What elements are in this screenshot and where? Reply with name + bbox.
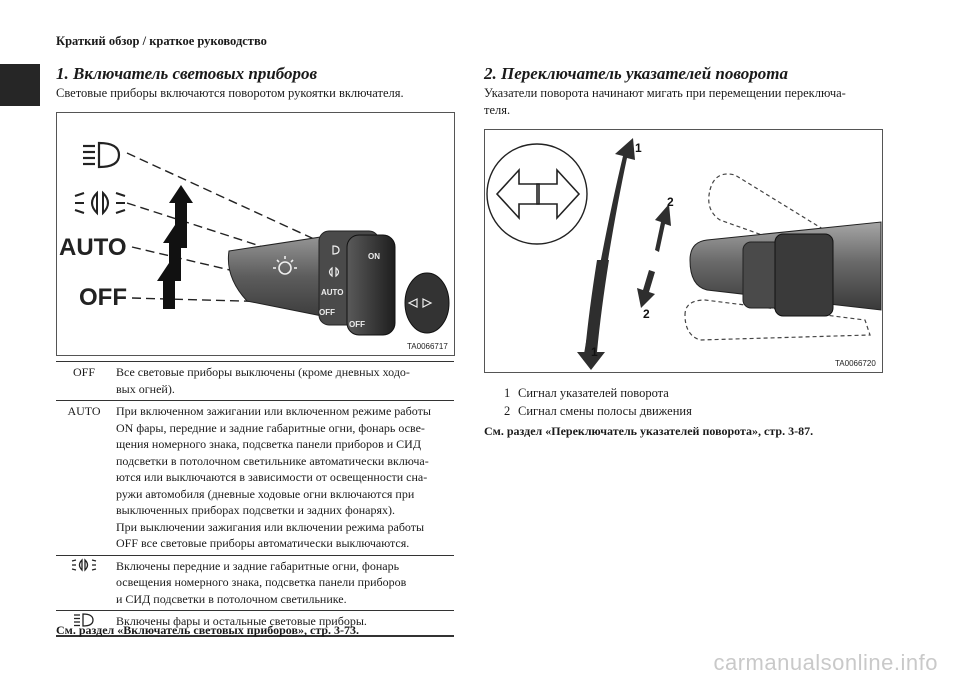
table-row: OFF Все световые приборы выключены (кром… xyxy=(56,361,454,401)
page-header: Краткий обзор / краткое руководство xyxy=(56,34,267,48)
signal-down-arrow xyxy=(577,260,609,370)
callout-1-bottom: 1 xyxy=(591,345,598,359)
ring-off-label: OFF xyxy=(319,308,335,317)
figure-id: TA0066720 xyxy=(835,359,876,368)
indicator-circle xyxy=(486,143,588,245)
lane-up-arrow xyxy=(655,204,671,252)
ring-on-label: ON xyxy=(368,252,380,261)
off-label: OFF xyxy=(79,284,127,311)
turn-signal-figure: 1 2 2 1 TA0066720 xyxy=(484,129,883,373)
table-row: AUTO При включенном зажигании или включе… xyxy=(56,400,454,556)
section-tab xyxy=(0,64,40,106)
section1-heading: 1. Включатель световых приборов xyxy=(56,64,318,83)
headlight-icon xyxy=(56,610,112,637)
table-desc: Включены фары и остальные световые прибо… xyxy=(112,610,454,637)
auto-label: AUTO xyxy=(59,234,127,261)
right-arrow-icon xyxy=(536,167,581,221)
figure-id: TA0066717 xyxy=(407,342,448,351)
headlight-icon xyxy=(83,141,121,169)
table-desc: Все световые приборы выключены (кроме дн… xyxy=(112,361,454,401)
table-row: Включены передние и задние габаритные ог… xyxy=(56,555,454,611)
ring-auto-label: AUTO xyxy=(321,288,344,297)
table-desc: Включены передние и задние габаритные ог… xyxy=(112,555,454,611)
watermark: carmanualsonline.info xyxy=(713,650,938,675)
ring-off2-label: OFF xyxy=(349,320,365,329)
light-switch-figure: AUTO OFF ON AUTO xyxy=(56,112,455,356)
section2-reference: См. раздел «Переключатель указателей пов… xyxy=(484,424,814,438)
callout-1-top: 1 xyxy=(635,141,642,155)
light-switch-illustration: AUTO OFF ON AUTO xyxy=(59,141,450,351)
table-row: Включены фары и остальные световые прибо… xyxy=(56,610,454,637)
table-desc: При включенном зажигании или включенном … xyxy=(112,400,454,556)
table-key: AUTO xyxy=(56,400,112,556)
lane-down-arrow xyxy=(637,270,655,308)
parking-light-icon xyxy=(56,555,112,611)
section2-intro: Указатели поворота начинают мигать при п… xyxy=(484,86,846,117)
turn-signal-illustration: 1 2 2 1 TA0066720 xyxy=(486,138,882,370)
rotate-arrow-3 xyxy=(157,263,181,309)
light-switch-table: OFF Все световые приборы выключены (кром… xyxy=(56,361,454,637)
parking-light-icon xyxy=(74,190,126,216)
table-key: OFF xyxy=(56,361,112,401)
callout-2-top: 2 xyxy=(667,195,674,209)
left-arrow-icon xyxy=(495,167,540,221)
callout-2-bottom: 2 xyxy=(643,307,650,321)
section1-intro: Световые приборы включаются поворотом ру… xyxy=(56,86,404,100)
sun-sensor-icon xyxy=(273,256,297,275)
section2-heading: 2. Переключатель указателей поворота xyxy=(484,64,788,83)
section1-reference: См. раздел «Включатель световых приборов… xyxy=(56,623,360,637)
